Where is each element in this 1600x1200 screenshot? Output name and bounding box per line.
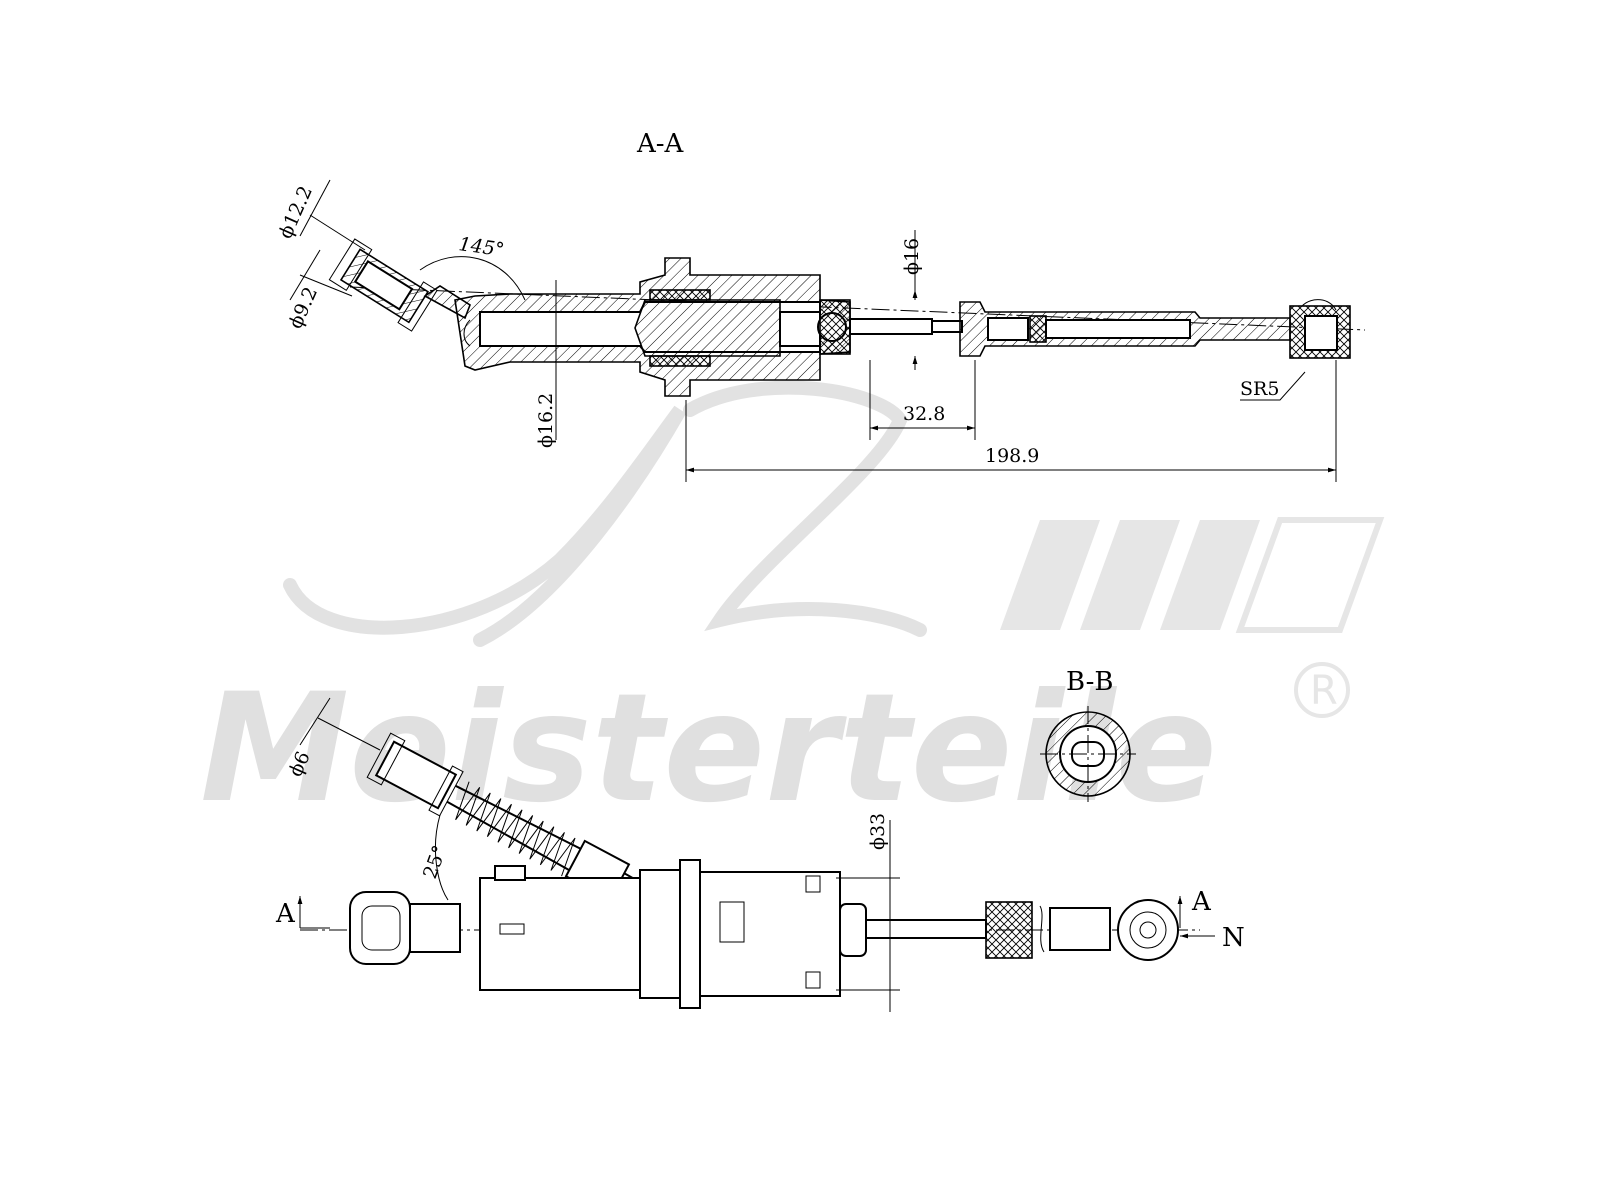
seal-ring-3: [819, 299, 851, 355]
cylinder-clip-bottom: [805, 971, 821, 989]
watermark-registered: R: [1310, 668, 1338, 714]
cylinder-front: [699, 871, 841, 997]
registered-mark-icon: [1294, 662, 1350, 718]
side-ball-socket-center: [1139, 921, 1157, 939]
cylinder-slot: [499, 923, 525, 935]
ext-line-1: [309, 214, 366, 251]
dim-line-phi9: [289, 249, 321, 301]
rod-end-inner: [1045, 319, 1191, 339]
hose-spring: [455, 781, 576, 877]
ext-line-2: [299, 274, 353, 297]
ball-socket-clip: [1301, 299, 1337, 311]
side-ball-socket: [1117, 899, 1179, 961]
piston: [634, 299, 781, 357]
side-rod-end-shaft: [1049, 907, 1111, 951]
break-line: [1039, 905, 1045, 953]
left-connector-inner: [361, 905, 401, 951]
inlet-connector: [328, 238, 438, 332]
dim-sr5: SR5: [1240, 378, 1279, 400]
left-connector: [349, 891, 411, 965]
angle-arc-145: [419, 256, 526, 301]
dim-phi-12-2: ϕ12.2: [274, 183, 317, 242]
rod-end-spring: [1029, 315, 1047, 343]
dim-phi-16-2: ϕ16.2: [535, 393, 557, 448]
cylinder-collar: [639, 869, 681, 999]
section-a-left-label: A: [275, 899, 296, 929]
left-connector-neck: [409, 903, 461, 953]
cylinder-flange: [679, 859, 701, 1009]
dim-line-phi12: [299, 179, 331, 237]
ext-line-phi6: [317, 717, 381, 751]
watermark-logo-script: [283, 380, 927, 647]
watermark-logo-stripes: [1000, 517, 1385, 633]
section-bb-view: B-B: [1040, 667, 1136, 802]
leader-sr5: [1240, 371, 1306, 401]
cylinder-tab: [494, 865, 526, 881]
seal-ring-1: [649, 289, 711, 301]
dim-line-phi6: [299, 697, 331, 746]
view-n-label: N: [1222, 923, 1245, 953]
section-aa-label: A-A: [636, 129, 685, 159]
dim-phi-16: ϕ16: [901, 238, 923, 275]
bore-step: [463, 319, 471, 347]
dim-phi-9-2: ϕ9.2: [284, 284, 322, 332]
section-aa-view: ϕ12.2 ϕ9.2 145° ϕ16 ϕ16.2 32.8 198.9 SR5: [274, 179, 1366, 482]
side-push-rod: [865, 919, 987, 939]
side-view: 25° ϕ6 ϕ33 A: [275, 697, 1245, 1012]
dim-198-9: 198.9: [985, 445, 1039, 467]
dim-angle-25: 25°: [419, 843, 451, 882]
seal-ring-2: [649, 355, 711, 367]
watermark: Meisterteile R: [200, 380, 1385, 836]
push-rod-thin: [931, 320, 963, 333]
section-bb-label: B-B: [1066, 667, 1113, 697]
section-a-right-label: A: [1191, 887, 1212, 917]
side-rod-end-grip: [985, 901, 1033, 959]
front-boot: [839, 903, 867, 957]
angle-arc-25: [434, 814, 449, 901]
rod-end-insert: [987, 317, 1029, 341]
ball-socket-inner: [1304, 315, 1338, 351]
side-ball-socket-ring: [1129, 911, 1167, 949]
cylinder-clip-top: [805, 875, 821, 893]
piston-socket: [779, 311, 821, 347]
push-rod: [849, 318, 933, 335]
cylinder-window: [719, 901, 745, 943]
dim-32-8: 32.8: [903, 403, 945, 425]
dim-phi-33: ϕ33: [867, 813, 889, 850]
